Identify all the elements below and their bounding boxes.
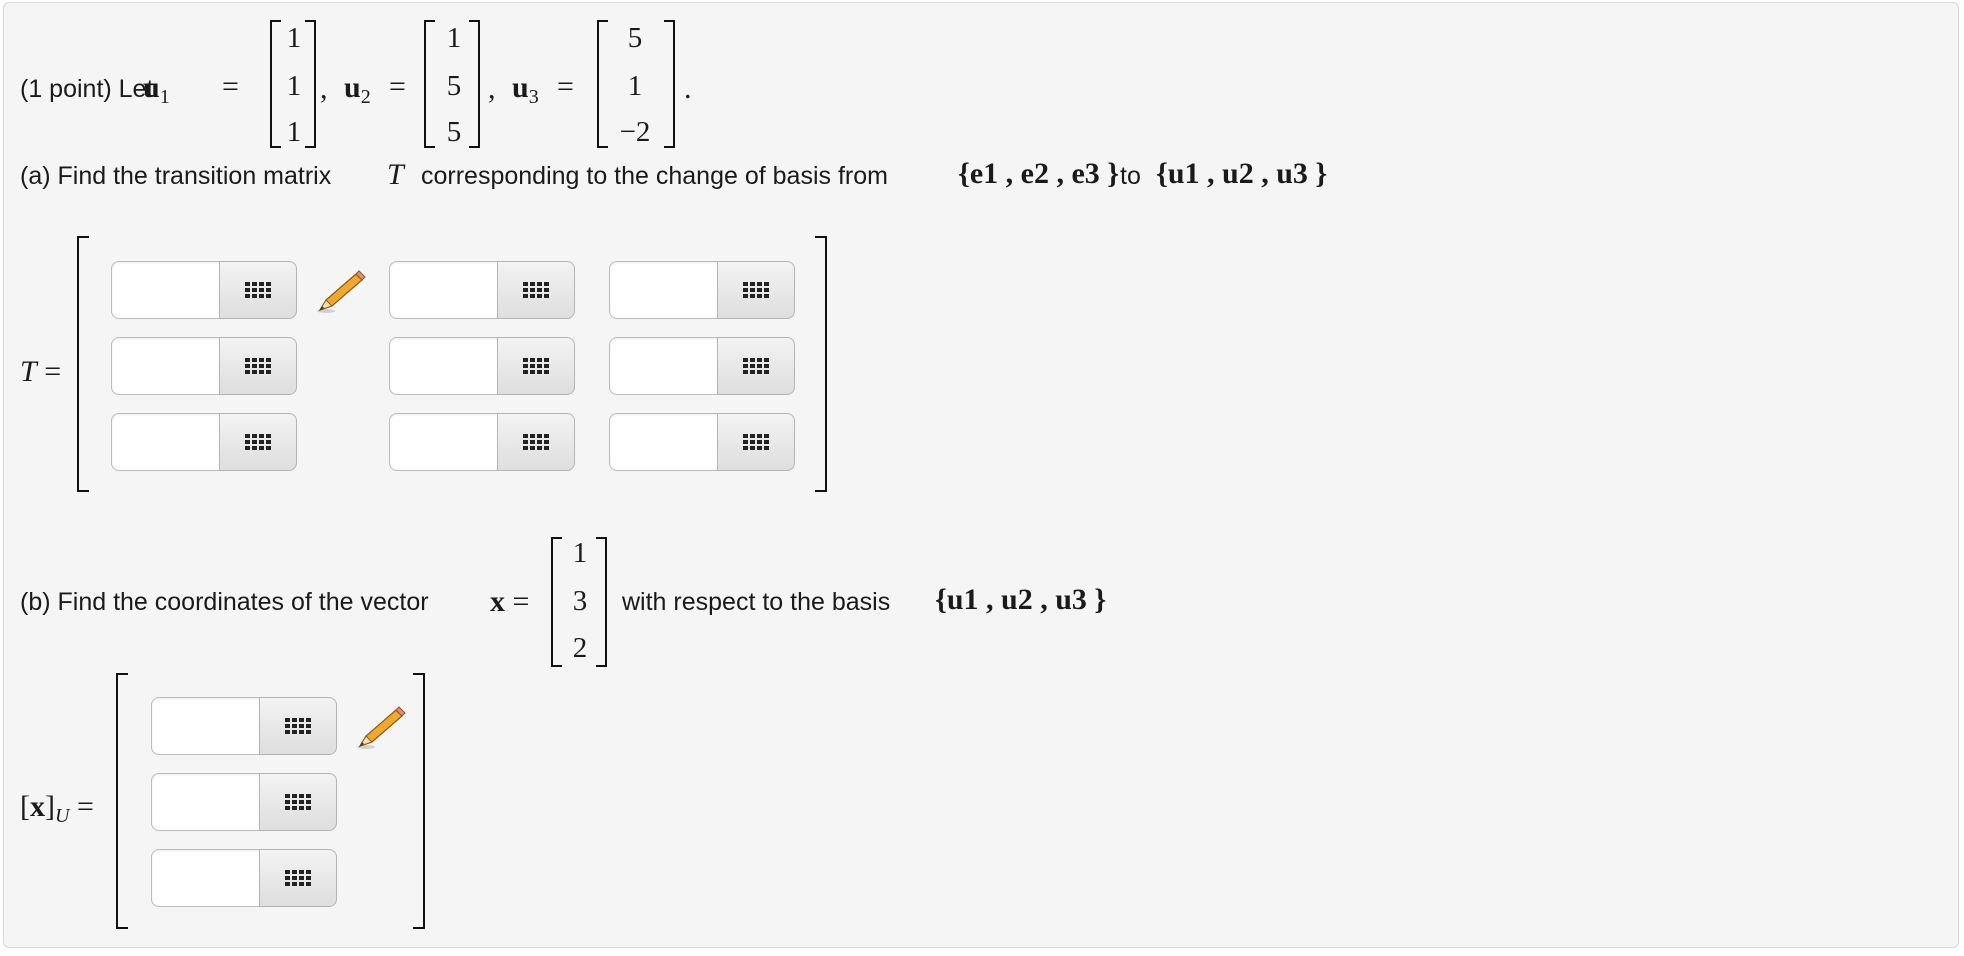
grid-icon <box>743 434 769 450</box>
t-entry-r2c3 <box>609 337 795 395</box>
t-entry-r1c3-palette-button[interactable] <box>717 261 795 319</box>
grid-icon <box>743 282 769 298</box>
x-entry-2: 3 <box>572 585 588 617</box>
t-entry-r1c1-palette-button[interactable] <box>219 261 297 319</box>
t-entry-r3c2-field[interactable] <box>389 413 499 471</box>
part-b-prefix: (b) Find the coordinates of the vector <box>20 588 429 616</box>
u1-entry-1: 1 <box>286 22 302 54</box>
xu-entry-1-palette-button[interactable] <box>259 697 337 755</box>
grid-icon <box>285 794 311 810</box>
grid-icon <box>285 718 311 734</box>
xu-right-bracket <box>413 673 425 929</box>
u1-entry-3: 1 <box>286 116 302 148</box>
u2-label: u2 <box>344 71 371 108</box>
t-entry-r2c2-field[interactable] <box>389 337 499 395</box>
t-entry-r1c1 <box>111 261 297 319</box>
t-entry-r3c1 <box>111 413 297 471</box>
part-a-connector: to <box>1120 162 1141 190</box>
part-b-basis: {u1 , u2 , u3 } <box>935 583 1107 616</box>
pencil-icon[interactable] <box>316 270 366 314</box>
t-entry-r2c3-field[interactable] <box>609 337 719 395</box>
xu-entry-1-field[interactable] <box>151 697 261 755</box>
grid-icon <box>523 434 549 450</box>
xu-vector-lhs: [x]U = <box>20 790 94 827</box>
u3-entry-3: −2 <box>619 116 651 148</box>
grid-icon <box>245 358 271 374</box>
t-entry-r3c3-field[interactable] <box>609 413 719 471</box>
u3-equals: = <box>557 70 574 103</box>
t-entry-r2c2-palette-button[interactable] <box>497 337 575 395</box>
t-entry-r1c1-field[interactable] <box>111 261 221 319</box>
t-left-bracket <box>77 236 89 492</box>
part-a-prefix: (a) Find the transition matrix <box>20 162 332 190</box>
u1-equals: = <box>222 70 239 103</box>
x-right-bracket <box>596 537 607 667</box>
u1-entry-2: 1 <box>286 70 302 102</box>
t-entry-r2c1-field[interactable] <box>111 337 221 395</box>
u3-entry-1: 5 <box>627 22 643 54</box>
t-entry-r1c3 <box>609 261 795 319</box>
intro-prefix: (1 point) Let <box>20 75 154 103</box>
x-vector-lhs: x = <box>490 585 530 618</box>
comma-1: , <box>320 72 328 105</box>
t-entry-r2c3-palette-button[interactable] <box>717 337 795 395</box>
grid-icon <box>245 282 271 298</box>
u2-left-bracket <box>424 20 435 148</box>
t-entry-r1c2-palette-button[interactable] <box>497 261 575 319</box>
part-a-middle: corresponding to the change of basis fro… <box>421 162 888 190</box>
t-entry-r1c2 <box>389 261 575 319</box>
u2-entry-1: 1 <box>446 22 462 54</box>
x-left-bracket <box>551 537 562 667</box>
t-entry-r3c2 <box>389 413 575 471</box>
grid-icon <box>523 282 549 298</box>
u3-label: u3 <box>512 71 539 108</box>
grid-icon <box>285 870 311 886</box>
part-b-suffix: with respect to the basis <box>622 588 891 616</box>
grid-icon <box>245 434 271 450</box>
to-basis: {u1 , u2 , u3 } <box>1156 157 1328 190</box>
pencil-icon[interactable] <box>356 706 406 750</box>
t-right-bracket <box>815 236 827 492</box>
grid-icon <box>523 358 549 374</box>
x-entry-3: 2 <box>572 632 588 664</box>
t-entry-r3c3-palette-button[interactable] <box>717 413 795 471</box>
xu-entry-2-palette-button[interactable] <box>259 773 337 831</box>
t-matrix-lhs: T = <box>20 355 62 388</box>
t-entry-r3c1-field[interactable] <box>111 413 221 471</box>
t-entry-r3c2-palette-button[interactable] <box>497 413 575 471</box>
x-entry-1: 1 <box>572 537 588 569</box>
intro-period: . <box>684 72 692 105</box>
xu-entry-3-palette-button[interactable] <box>259 849 337 907</box>
t-entry-r2c1-palette-button[interactable] <box>219 337 297 395</box>
xu-entry-2-field[interactable] <box>151 773 261 831</box>
comma-2: , <box>488 72 496 105</box>
xu-entry-3 <box>151 849 337 907</box>
u3-entry-2: 1 <box>627 70 643 102</box>
t-entry-r1c3-field[interactable] <box>609 261 719 319</box>
xu-left-bracket <box>116 673 128 929</box>
u2-entry-3: 5 <box>446 116 462 148</box>
u2-entry-2: 5 <box>446 70 462 102</box>
t-entry-r1c2-field[interactable] <box>389 261 499 319</box>
xu-entry-3-field[interactable] <box>151 849 261 907</box>
t-entry-r2c2 <box>389 337 575 395</box>
part-a-matrix-symbol: T <box>387 158 404 191</box>
t-entry-r3c1-palette-button[interactable] <box>219 413 297 471</box>
u1-right-bracket <box>305 20 316 148</box>
u1-label: u1 <box>143 71 170 108</box>
grid-icon <box>743 358 769 374</box>
t-entry-r3c3 <box>609 413 795 471</box>
from-basis: {e1 , e2 , e3 } <box>958 157 1120 190</box>
u1-left-bracket <box>270 20 281 148</box>
u3-left-bracket <box>597 20 608 148</box>
xu-entry-1 <box>151 697 337 755</box>
t-entry-r2c1 <box>111 337 297 395</box>
xu-entry-2 <box>151 773 337 831</box>
u3-right-bracket <box>664 20 675 148</box>
u2-right-bracket <box>469 20 480 148</box>
u2-equals: = <box>389 70 406 103</box>
